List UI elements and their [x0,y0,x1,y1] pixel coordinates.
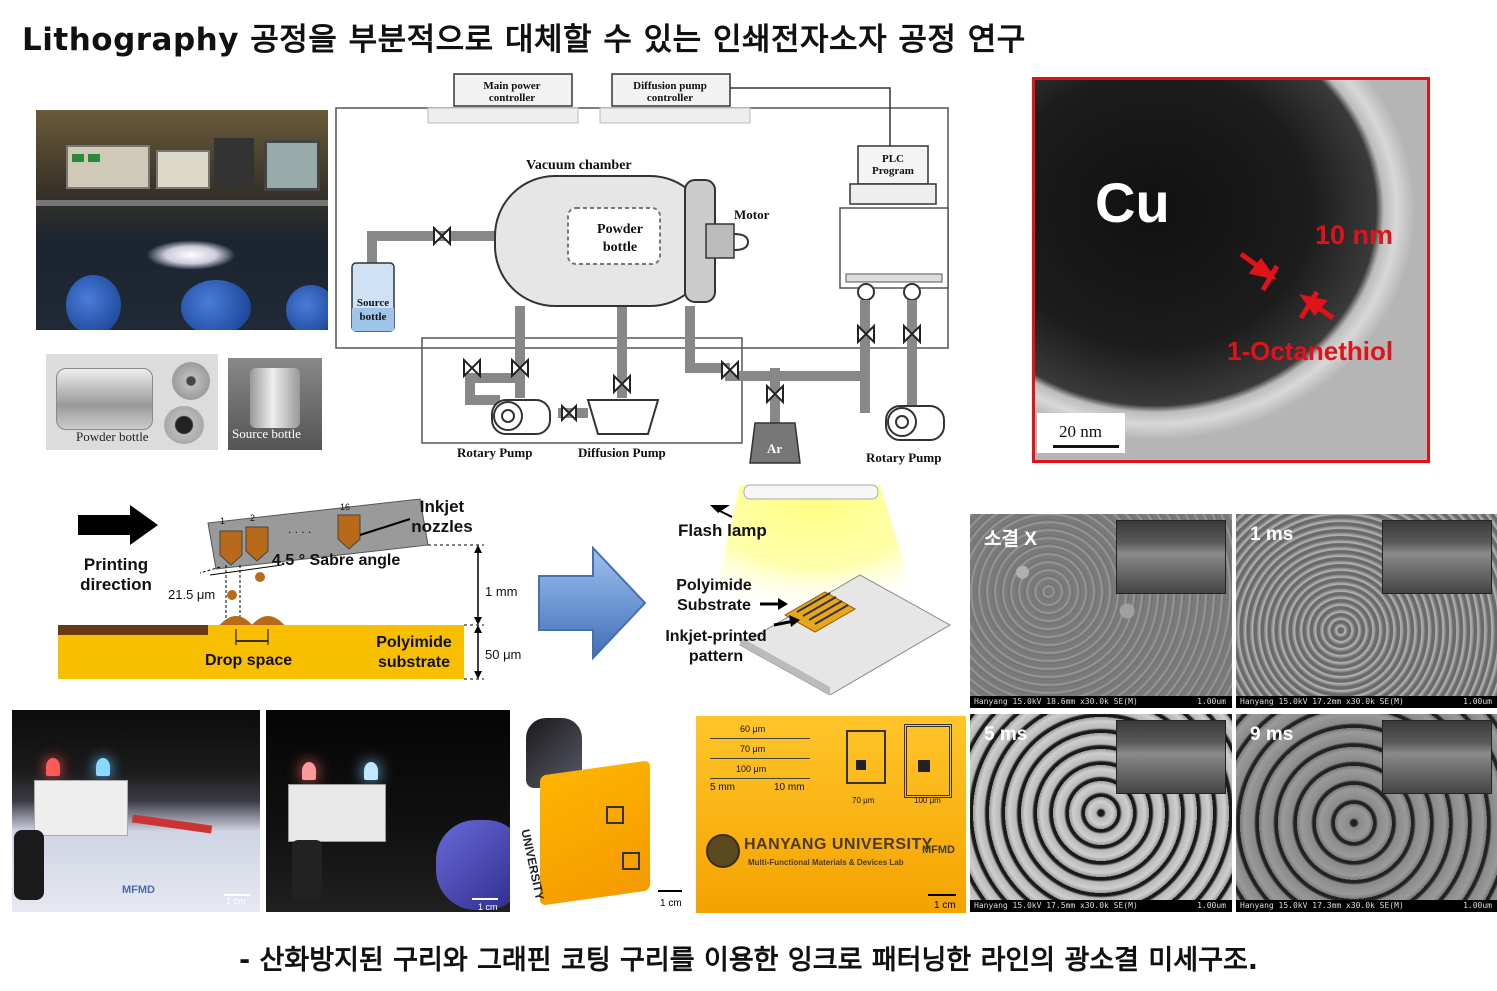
flash-lamp-label: Flash lamp [678,521,767,540]
nozzle-id-2: 2 [250,513,256,523]
scale-label-c: 1 cm [660,898,682,909]
tem-image: Cu 10 nm 1-Octanethiol 20 nm [1032,77,1430,463]
pump-frame-outline [421,337,743,444]
plc-monitor [857,145,929,185]
scale-label-d: 1 cm [934,900,956,911]
coil-70-label: 70 μm [852,796,875,805]
scale-label-b: 1 cm [478,902,498,912]
tem-thickness-label: 10 nm [1315,220,1394,250]
printed-card-photo: 60 μm 70 μm 100 μm 5 mm 10 mm 70 μm 100 … [696,716,966,913]
line-70-label: 70 μm [740,744,766,754]
scale-label-a: 1 cm [226,896,246,906]
mm-5-label: 5 mm [710,782,735,793]
sem-label: 소결 X [984,529,1037,550]
sem-footer: Hanyang 15.0kV 17.2mm x30.0k SE(M)1.00um [1236,696,1497,708]
source-bottle-label: Source bottle [356,297,390,323]
inkjet-diagram [58,498,484,680]
height-gap-label: 1 mm [485,584,518,599]
rotary-pump-1-label: Rotary Pump [457,445,533,460]
drop-space-label: Drop space [205,652,293,669]
sem-footer: Hanyang 15.0kV 17.5mm x30.0k SE(M)1.00um [970,900,1232,912]
diffusion-pump [586,399,660,435]
inkjet-substrate-label: Polyimide substrate [376,634,452,671]
rotary-pump-2 [885,405,945,441]
sem-panel-1ms: 1 ms Hanyang 15.0kV 17.2mm x30.0k SE(M)1… [1236,514,1497,708]
printing-direction-label: Printing direction [80,555,152,594]
diffusion-pump-controller [611,73,731,107]
flash-lamp-diagram [710,484,952,695]
sem-inset [1382,720,1492,794]
tem-coating-label: 1-Octanethiol [1227,336,1394,366]
nozzle-id-dots: . . . . [288,522,312,536]
plc-program-label: PLC Program [872,153,914,177]
printing-direction-arrow [78,505,158,545]
tem-cu-label: Cu [1095,171,1170,234]
line-100-label: 100 μm [736,764,767,774]
motor-label: Motor [734,207,770,222]
source-bottle-photo-label: Source bottle [232,426,301,441]
process-arrow [538,545,647,661]
card-university-text: HANYANG UNIVERSITY [744,836,933,853]
nozzle-id-16: 16 [340,502,351,512]
powder-bottle-photo: Powder bottle [46,354,218,450]
sem-inset [1116,720,1226,794]
sem-label: 5 ms [984,724,1028,745]
main-power-controller [453,73,573,107]
mfmd-logo-text: MFMD [122,884,155,896]
nozzle-size-label: 21.5 μm [168,587,216,602]
thickness-label: 50 μm [485,647,522,662]
main-power-controller-label: Main power controller [483,80,541,104]
nozzle-id-1: 1 [220,516,226,526]
card-logo-text: MFMD [922,844,955,856]
rotary-pump-2-label: Rotary Pump [866,450,942,465]
sabre-angle-label: 4.5 ° Sabre angle [272,552,401,569]
ar-tank [749,422,801,464]
line-60-label: 60 μm [740,724,766,734]
tem-scale-label: 20 nm [1059,422,1102,441]
powder-bottle-label: Powder bottle [597,222,643,255]
diffusion-pump-label: Diffusion Pump [578,445,666,460]
apparatus-schematic [335,73,949,464]
rotary-pump-1 [491,399,551,435]
page-title: Lithography 공정을 부분적으로 대체할 수 있는 인쇄전자소자 공정… [22,22,1026,58]
flexible-film-photo: UNIVERSITY 1 cm [522,718,686,912]
flash-substrate-label: Polyimide Substrate [676,577,752,614]
sem-inset [1116,520,1226,594]
mm-10-label: 10 mm [774,782,805,793]
led-demo-photo-1: MFMD 1 cm [12,710,260,912]
coil-100-label: 100 μm [914,796,941,805]
vacuum-chamber-label: Vacuum chamber [526,158,632,173]
diffusion-pump-controller-label: Diffusion pump controller [633,80,707,104]
sem-panel-9ms: 9 ms Hanyang 15.0kV 17.3mm x30.0k SE(M)1… [1236,714,1497,912]
powder-bottle-photo-label: Powder bottle [76,429,149,444]
sem-panel-unsintered: 소결 X Hanyang 15.0kV 18.6mm x30.0k SE(M)1… [970,514,1232,708]
source-bottle-photo: Source bottle [228,358,322,450]
sem-footer: Hanyang 15.0kV 18.6mm x30.0k SE(M)1.00um [970,696,1232,708]
sem-panel-5ms: 5 ms Hanyang 15.0kV 17.5mm x30.0k SE(M)1… [970,714,1232,912]
card-lab-text: Multi-Functional Materials & Devices Lab [748,858,904,867]
inkjet-nozzles-label: Inkjet nozzles [411,497,473,536]
sem-label: 9 ms [1250,724,1294,745]
sem-label: 1 ms [1250,524,1294,545]
figure-caption: - 산화방지된 구리와 그래핀 코팅 구리를 이용한 잉크로 패터닝한 라인의 … [238,945,1259,976]
lab-equipment-photo [36,110,328,330]
sem-inset [1382,520,1492,594]
sem-footer: Hanyang 15.0kV 17.3mm x30.0k SE(M)1.00um [1236,900,1497,912]
flash-pattern-label: Inkjet-printed pattern [665,628,767,665]
ar-label: Ar [767,441,783,456]
led-demo-photo-2: 1 cm [266,710,510,912]
